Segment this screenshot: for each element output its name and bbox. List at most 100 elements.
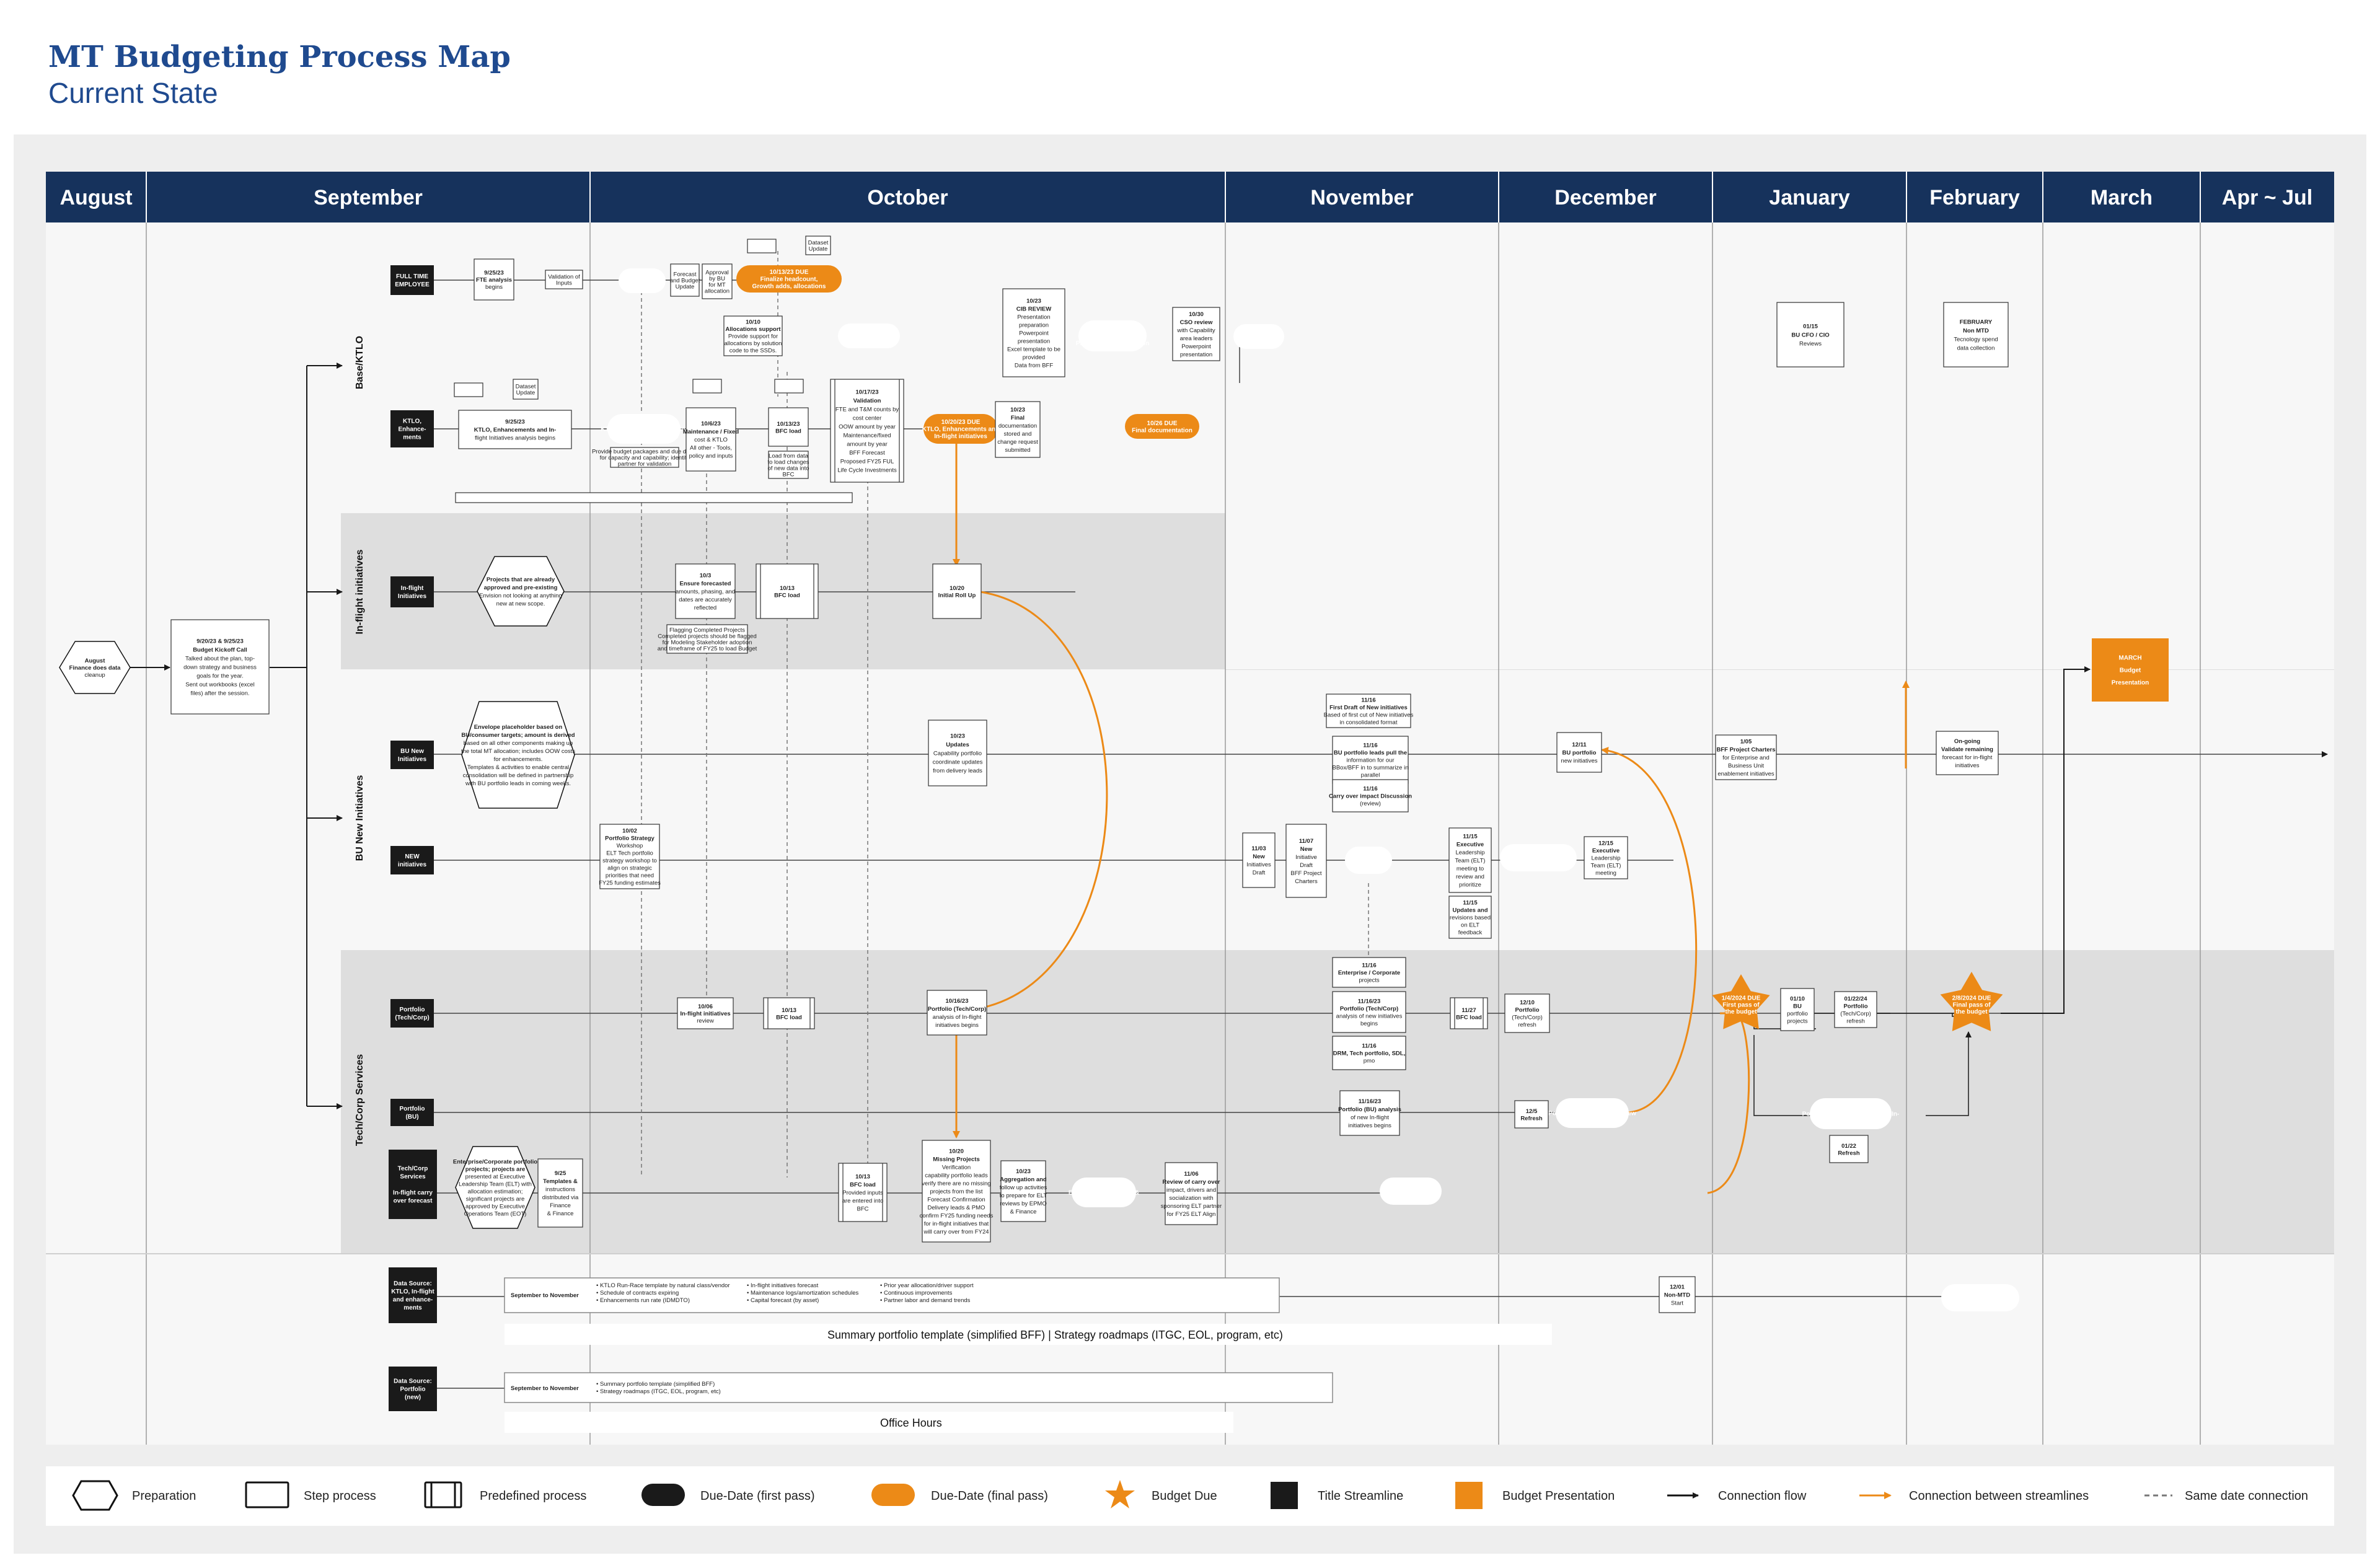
title-portfolio-bu[interactable]: Portfolio(BU) — [390, 1099, 434, 1126]
node-text: Dataset — [516, 384, 536, 390]
node-text: Maintenance / Fixed — [683, 429, 739, 436]
section-label-techcorp: Tech/Corp Services — [355, 1054, 365, 1146]
mt-finance-ktlo3[interactable] — [774, 379, 804, 394]
node-text: confirm FY25 funding needs — [920, 1213, 994, 1220]
mt-finance-top[interactable] — [747, 239, 777, 253]
ktlo-sub[interactable]: Provide budget packages and due datesfor… — [592, 447, 697, 468]
legend-predefined: Predefined process — [480, 1489, 586, 1503]
title-ds2[interactable]: Data Source:Portfolio(new) — [389, 1367, 437, 1411]
title-portfolio-tc[interactable]: Portfolio(Tech/Corp) — [390, 999, 434, 1028]
mt-finance-ktlo2[interactable] — [692, 379, 722, 394]
bu-prep[interactable]: Envelope placeholder based onBU/consumer… — [461, 701, 575, 809]
node-text: 10/6/23 — [701, 421, 721, 428]
tcs-prep[interactable]: Enterprise/Corporate portfolioprojects; … — [453, 1146, 537, 1229]
title-ktlo[interactable]: KTLO,Enhance-ments — [390, 410, 434, 447]
ktlo-note[interactable] — [455, 492, 853, 503]
mt-finance-ktlo[interactable] — [454, 382, 483, 397]
node-text: Tecnology spend — [1954, 337, 1998, 343]
title-block: MT Budgeting Process Map Current State — [48, 38, 511, 110]
